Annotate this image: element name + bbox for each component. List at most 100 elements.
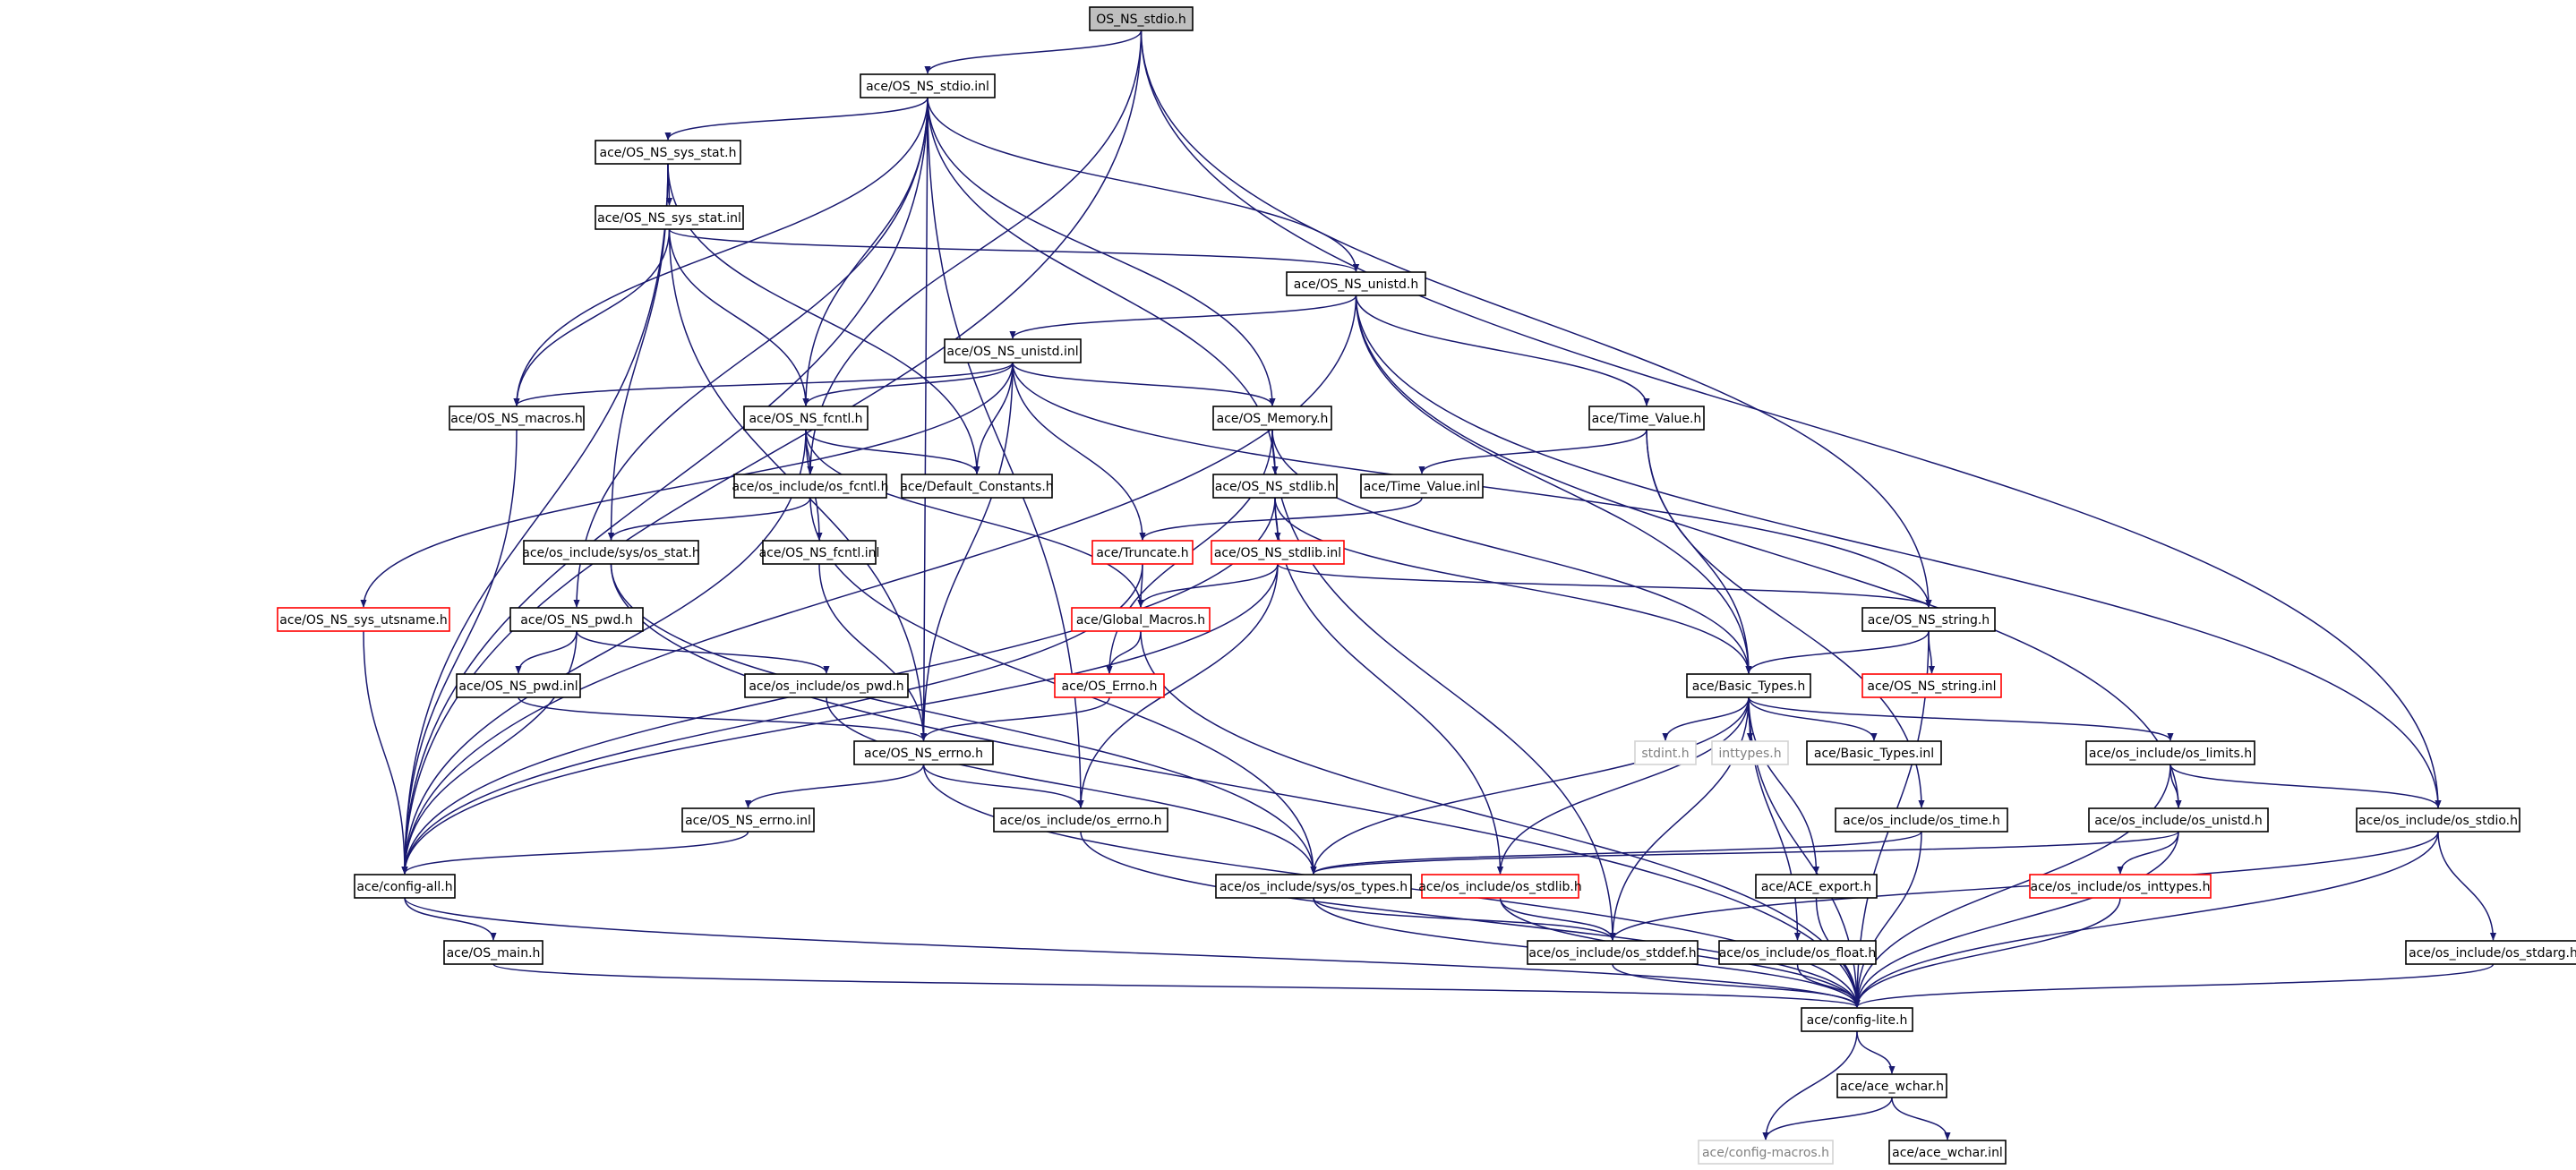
edge — [1355, 295, 1650, 406]
node-box — [1421, 874, 1579, 899]
node-box — [733, 474, 887, 499]
edge — [401, 563, 1279, 875]
node-fcntl_h[interactable]: ace/OS_NS_fcntl.h — [743, 406, 869, 431]
edge — [1496, 696, 1750, 875]
edge — [2437, 831, 2497, 941]
node-fcntl_inl[interactable]: ace/OS_NS_fcntl.inl — [759, 540, 880, 565]
node-label: ace/OS_NS_pwd.h — [520, 613, 632, 628]
node-truncate_h[interactable]: ace/Truncate.h — [1091, 540, 1194, 565]
node-unistd_inl[interactable]: ace/OS_NS_unistd.inl — [944, 338, 1082, 363]
edge-basic_types_h-to-stdint_h — [1662, 696, 1750, 741]
edge — [2169, 764, 2442, 808]
node-os_limits_h[interactable]: ace/os_include/os_limits.h — [2085, 740, 2255, 765]
node-default_const[interactable]: ace/Default_Constants.h — [900, 474, 1054, 499]
edge — [513, 97, 929, 406]
node-errno_inl[interactable]: ace/OS_NS_errno.inl — [681, 807, 815, 833]
node-ace_wchar_h[interactable]: ace/ace_wchar.h — [1836, 1073, 1947, 1098]
node-errno_h[interactable]: ace/OS_NS_errno.h — [853, 740, 994, 765]
edge — [1612, 963, 1861, 1008]
edge — [927, 97, 1276, 406]
node-sys_os_stat[interactable]: ace/os_include/sys/os_stat.h — [522, 540, 700, 565]
edge — [1139, 497, 1423, 541]
node-ace_export[interactable]: ace/ACE_export.h — [1755, 874, 1878, 899]
edge-os_time_h-to-sys_os_types — [1310, 831, 1922, 875]
node-label: ace/os_include/os_unistd.h — [2094, 814, 2262, 828]
edge-stdio_inl-to-memory_h — [927, 97, 1276, 406]
edge — [573, 97, 929, 608]
node-os_inttypes_h[interactable]: ace/os_include/os_inttypes.h — [2029, 874, 2212, 899]
edge — [610, 563, 1317, 875]
node-label: ace/OS_NS_sys_utsname.h — [279, 613, 447, 628]
node-label: ace/os_include/os_time.h — [1843, 814, 2000, 828]
edge — [404, 897, 1861, 1008]
node-os_stdio_h[interactable]: ace/os_include/os_stdio.h — [2356, 807, 2520, 833]
edge — [927, 97, 1360, 272]
node-utsname_h[interactable]: ace/OS_NS_sys_utsname.h — [277, 607, 450, 632]
node-os_main[interactable]: ace/OS_main.h — [443, 940, 543, 965]
node-config_lite[interactable]: ace/config-lite.h — [1801, 1007, 1913, 1032]
node-basic_types_inl[interactable]: ace/Basic_Types.inl — [1806, 740, 1942, 765]
edge — [1313, 897, 1616, 941]
node-time_value_inl[interactable]: ace/Time_Value.inl — [1360, 474, 1484, 499]
node-label: ace/OS_NS_errno.inl — [685, 814, 811, 828]
node-os_stddef_h[interactable]: ace/os_include/os_stddef.h — [1527, 940, 1699, 965]
node-sys_os_types[interactable]: ace/os_include/sys/os_types.h — [1215, 874, 1412, 899]
edge-root-to-os_stdio_h — [1140, 30, 2442, 808]
edge-sys_os_types-to-os_stddef_h — [1313, 897, 1616, 941]
node-box — [1360, 474, 1484, 499]
edge — [924, 30, 1143, 74]
node-box — [277, 607, 450, 632]
node-os_unistd_h[interactable]: ace/os_include/os_unistd.h — [2088, 807, 2269, 833]
edge — [1662, 696, 1750, 741]
node-os_time_h[interactable]: ace/os_include/os_time.h — [1835, 807, 2008, 833]
edge-os_stdio_h-to-os_stdarg_h — [2437, 831, 2497, 941]
node-os_stdlib_h[interactable]: ace/os_include/os_stdlib.h — [1418, 874, 1582, 899]
edge-stdlib_inl-to-global_macros — [1137, 563, 1279, 608]
edge — [1853, 831, 2439, 1008]
node-root[interactable]: OS_NS_stdio.h — [1089, 6, 1194, 31]
node-box — [681, 807, 815, 833]
node-os_fcntl_h[interactable]: ace/os_include/os_fcntl.h — [732, 474, 889, 499]
node-string_inl[interactable]: ace/OS_NS_string.inl — [1861, 673, 2002, 698]
node-stdio_inl[interactable]: ace/OS_NS_stdio.inl — [860, 73, 996, 98]
node-stdlib_h[interactable]: ace/OS_NS_stdlib.h — [1212, 474, 1338, 499]
node-os_stdarg_h[interactable]: ace/os_include/os_stdarg.h — [2405, 940, 2576, 965]
edge-stdlib_inl-to-string_h — [1277, 563, 1932, 608]
node-global_macros[interactable]: ace/Global_Macros.h — [1071, 607, 1211, 632]
node-pwd_inl[interactable]: ace/OS_NS_pwd.inl — [456, 673, 581, 698]
node-ace_wchar_inl[interactable]: ace/ace_wchar.inl — [1888, 1140, 2007, 1165]
node-basic_types_h[interactable]: ace/Basic_Types.h — [1686, 673, 1811, 698]
edge-unistd_inl-to-default_const — [973, 362, 1014, 474]
node-time_value_h[interactable]: ace/Time_Value.h — [1588, 406, 1705, 431]
node-pwd_h[interactable]: ace/OS_NS_pwd.h — [509, 607, 644, 632]
node-box — [2405, 940, 2576, 965]
edge — [1853, 897, 2121, 1008]
node-box — [1286, 271, 1426, 296]
edge-ace_wchar_h-to-config_macros — [1762, 1097, 1893, 1140]
edge-time_value_inl-to-truncate_h — [1139, 497, 1423, 541]
node-macros_h[interactable]: ace/OS_NS_macros.h — [449, 406, 585, 431]
node-memory_h[interactable]: ace/OS_Memory.h — [1212, 406, 1332, 431]
edge — [805, 429, 1144, 608]
node-sys_stat_h[interactable]: ace/OS_NS_sys_stat.h — [595, 140, 741, 165]
node-box — [1711, 740, 1789, 765]
edge-os_stdarg_h-to-config_lite — [1853, 963, 2495, 1008]
edge — [404, 897, 497, 941]
node-sys_stat_inl[interactable]: ace/OS_NS_sys_stat.inl — [595, 205, 744, 230]
edge — [607, 497, 811, 541]
node-box — [1054, 673, 1165, 698]
node-label: ace/os_include/os_inttypes.h — [2031, 880, 2211, 894]
edge — [1009, 295, 1357, 339]
node-os_float_h[interactable]: ace/os_include/os_float.h — [1718, 940, 1877, 965]
node-os_pwd_h[interactable]: ace/os_include/os_pwd.h — [744, 673, 909, 698]
node-os_errno_h[interactable]: ace/os_include/os_errno.h — [993, 807, 1168, 833]
node-string_h[interactable]: ace/OS_NS_string.h — [1861, 607, 1996, 632]
node-box — [743, 406, 869, 431]
node-os_errno_cap[interactable]: ace/OS_Errno.h — [1054, 673, 1165, 698]
node-config_all[interactable]: ace/config-all.h — [354, 874, 456, 899]
node-label: ace/OS_Memory.h — [1217, 412, 1329, 426]
node-unistd_h[interactable]: ace/OS_NS_unistd.h — [1286, 271, 1426, 296]
edge — [607, 163, 669, 541]
node-stdlib_inl[interactable]: ace/OS_NS_stdlib.inl — [1211, 540, 1345, 565]
node-box — [595, 205, 744, 230]
